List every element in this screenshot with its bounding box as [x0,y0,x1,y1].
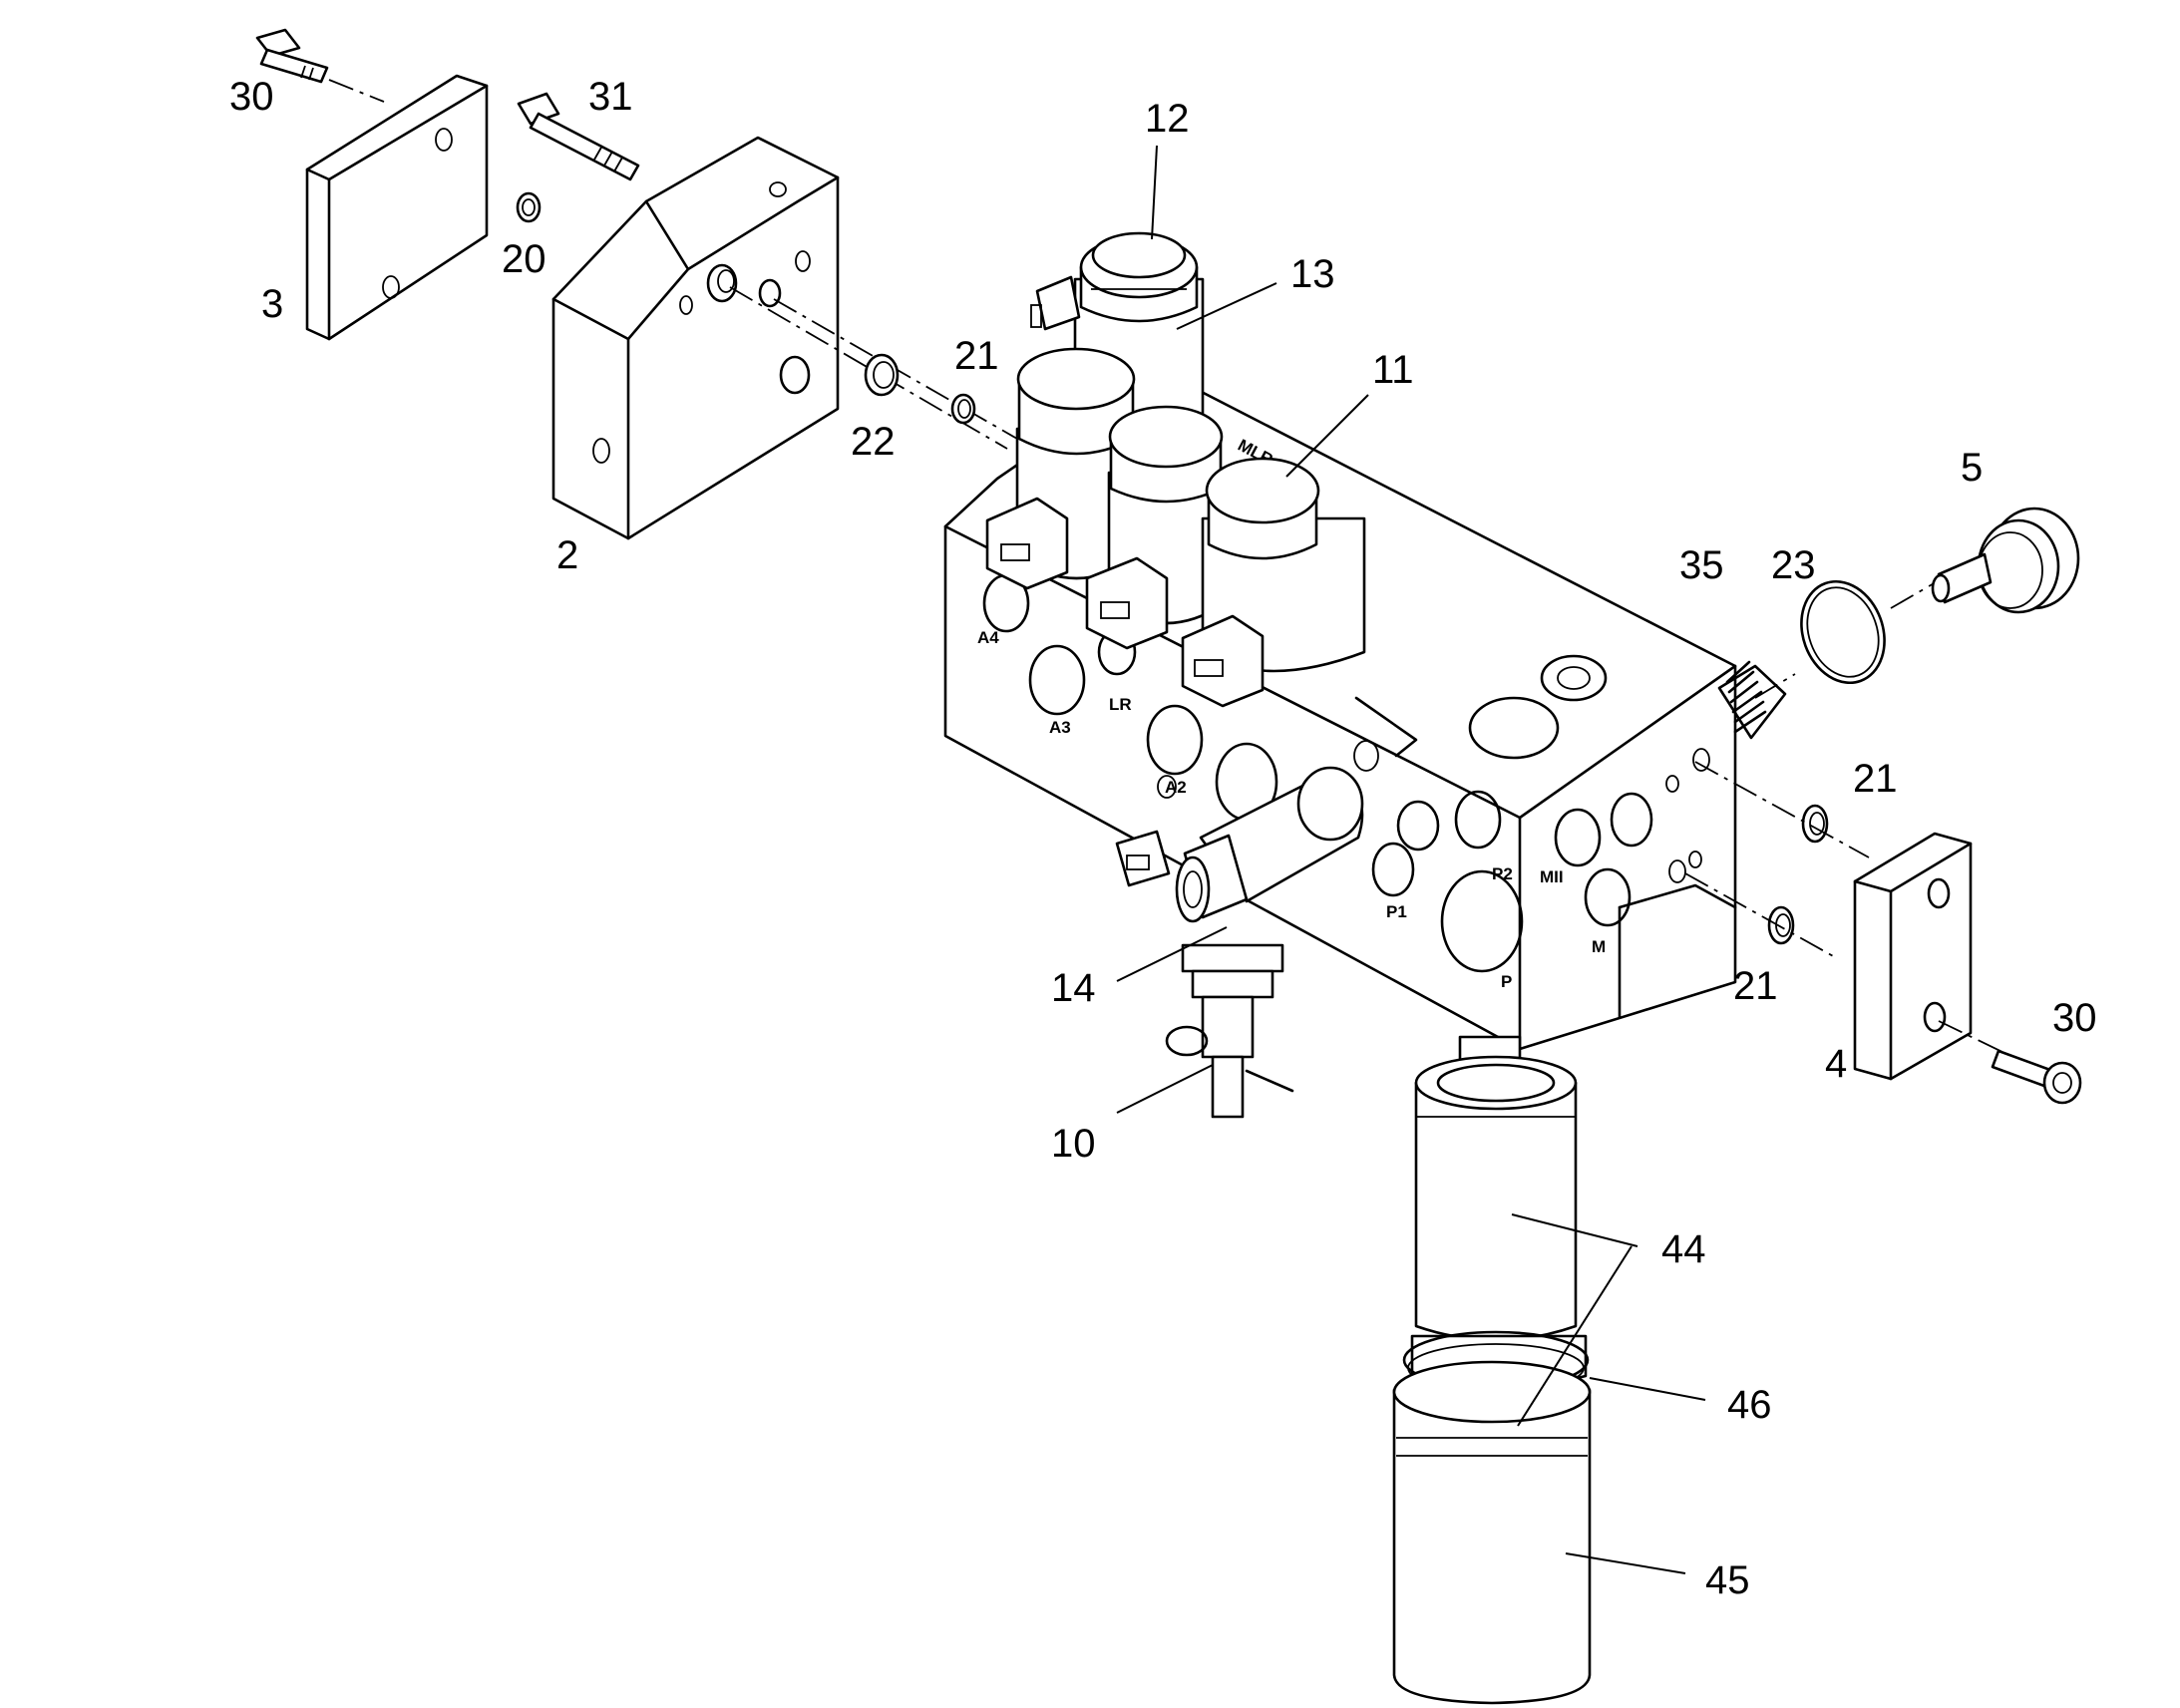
leader-lines [1116,145,1706,1574]
callout-44: 44 [1661,1227,1706,1271]
callout-21-right-upper: 21 [1853,757,1898,801]
part-44-filter-housing [1410,1035,1588,1390]
callout-30-top: 30 [229,75,274,119]
part-12-cap [1079,231,1199,323]
part-21-o-ring-right-upper [1801,804,1829,844]
callout-31: 31 [588,75,633,119]
part-30-screw-top [255,28,385,103]
callout-14: 14 [1051,966,1096,1010]
callout-46: 46 [1727,1383,1772,1427]
callout-45: 45 [1705,1558,1750,1602]
port-label-a3: A3 [1049,718,1071,737]
part-3-cover-plate [305,74,489,341]
port-label-a2: A2 [1165,778,1187,797]
part-20-seal [516,191,542,223]
callout-21-right-lower: 21 [1733,964,1778,1008]
callout-20: 20 [502,237,546,281]
callout-35: 35 [1679,543,1724,587]
part-22-o-ring [864,353,900,397]
callout-3: 3 [261,282,283,326]
callout-22: 22 [851,420,896,464]
part-21-o-ring-upper [950,393,976,425]
callout-13: 13 [1290,252,1335,296]
part-2-intermediate-block [551,136,1018,540]
part-11-solenoid-valves [985,347,1366,708]
part-31-long-screw [517,92,640,181]
port-label-lr: LR [1109,695,1132,714]
callout-11: 11 [1372,348,1414,392]
callout-30-right: 30 [2052,996,2097,1040]
part-21-o-ring-right-lower [1767,905,1795,945]
part-5-plug [1931,507,2080,614]
part-4-end-plate [1853,832,2005,1081]
part-35-spring [1717,660,1787,740]
callout-23: 23 [1771,543,1816,587]
port-label-a4: A4 [977,628,999,647]
port-label-p2: P2 [1492,864,1513,883]
port-label-mii: MII [1540,867,1564,886]
callout-2: 2 [556,533,578,577]
port-label-p: P [1501,972,1512,991]
callout-12: 12 [1145,97,1190,141]
port-label-m: M [1592,937,1606,956]
callout-10: 10 [1051,1122,1096,1166]
part-23-o-ring-large [1754,577,1944,699]
callout-labels: 30 31 12 13 3 20 21 22 11 2 5 35 23 21 2… [229,75,2097,1602]
part-30-screw-right [1991,1049,2082,1105]
part-45-filter-bowl [1392,1360,1592,1705]
part-14-pressure-sensor [1115,766,1364,923]
callout-4: 4 [1825,1042,1847,1086]
part-10-temperature-sensor [1165,943,1294,1119]
port-label-p1: P1 [1386,902,1407,921]
callout-21-upper: 21 [954,334,999,378]
callout-5: 5 [1961,446,1983,490]
